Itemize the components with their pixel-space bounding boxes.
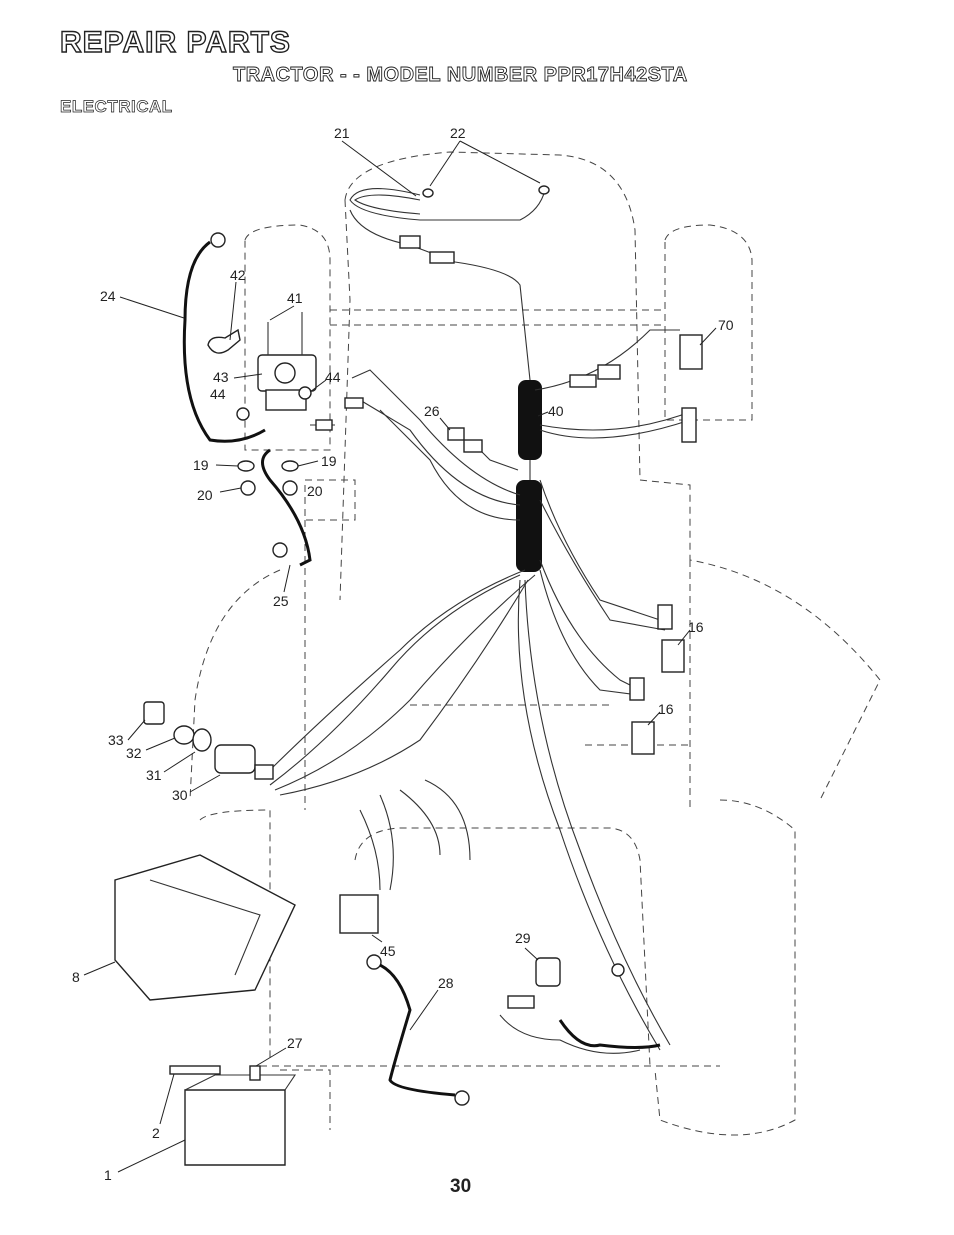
callout-16-upper: 16 — [688, 619, 704, 635]
callout-33: 33 — [108, 732, 124, 748]
nut-44 — [236, 407, 250, 421]
nut-20 — [282, 480, 298, 496]
ignition-switch-group — [143, 701, 274, 780]
solenoid-body — [265, 389, 307, 411]
headlight-bulb — [422, 188, 434, 198]
battery-1 — [184, 1089, 286, 1166]
battery-bolt-2 — [169, 1065, 221, 1075]
fuse-holder-26 — [463, 439, 483, 453]
harness-connector — [429, 251, 455, 264]
nut-32 — [173, 725, 195, 745]
callout-30: 30 — [172, 787, 188, 803]
callout-20-right: 20 — [307, 483, 323, 499]
callout-31: 31 — [146, 767, 162, 783]
callout-8: 8 — [72, 969, 80, 985]
seat-switch-connector — [507, 995, 535, 1009]
ignition-key-33 — [143, 701, 165, 725]
headlight-bulb — [538, 185, 550, 195]
main-wire-harness — [264, 329, 696, 1051]
fuse — [344, 397, 364, 409]
connectors — [447, 334, 703, 755]
fuse-holder-26 — [447, 427, 465, 441]
callout-labels: 21 22 24 42 41 43 44 44 19 19 20 20 25 2… — [72, 125, 734, 1183]
callout-40: 40 — [548, 403, 564, 419]
page-number: 30 — [450, 1176, 472, 1197]
callout-44-right: 44 — [325, 369, 341, 385]
callout-21: 21 — [334, 125, 350, 141]
connector-16-lower — [629, 677, 645, 701]
callout-24: 24 — [100, 288, 116, 304]
callout-1: 1 — [104, 1167, 112, 1183]
callout-16-lower: 16 — [658, 701, 674, 717]
connector-16-upper — [657, 604, 673, 630]
battery-box-8 — [114, 854, 296, 1001]
callout-27: 27 — [287, 1035, 303, 1051]
callout-25: 25 — [273, 593, 289, 609]
callout-2: 2 — [152, 1125, 160, 1141]
callout-26: 26 — [424, 403, 440, 419]
connector-plug — [597, 364, 621, 380]
terminal-boot-42 — [207, 328, 241, 354]
connector-16-plug-lower — [631, 721, 655, 755]
callout-22: 22 — [450, 125, 466, 141]
nut-20 — [240, 480, 256, 496]
section-heading: ELECTRICAL — [60, 97, 173, 117]
battery-nut-27 — [249, 1065, 261, 1081]
connector-side — [681, 407, 697, 443]
model-subtitle: TRACTOR - - MODEL NUMBER PPR17H42STA — [233, 64, 688, 87]
headlight-harness — [349, 185, 550, 381]
seat-switch-29 — [535, 957, 561, 987]
callout-20-left: 20 — [197, 487, 213, 503]
battery-cables-top — [182, 232, 364, 567]
callout-45: 45 — [380, 943, 396, 959]
washer-19 — [281, 460, 299, 472]
harness-coil-lower — [516, 480, 542, 572]
callout-28: 28 — [438, 975, 454, 991]
harness-coil-upper — [518, 380, 542, 460]
lower-components — [114, 854, 661, 1166]
callout-29: 29 — [515, 930, 531, 946]
callout-19-right: 19 — [321, 453, 337, 469]
leader-lines — [83, 140, 717, 1173]
fuse — [315, 419, 333, 431]
ring-terminal — [366, 954, 382, 970]
callout-19-left: 19 — [193, 457, 209, 473]
harness-connector — [399, 235, 421, 249]
ring-terminal — [611, 963, 625, 977]
ring-terminal — [454, 1090, 470, 1106]
solenoid — [274, 362, 296, 384]
callout-70: 70 — [718, 317, 734, 333]
starter-solenoid-assembly — [207, 312, 317, 496]
callout-44-left: 44 — [210, 386, 226, 402]
connector-plug — [569, 374, 597, 388]
switch-connector — [254, 764, 274, 780]
callout-43: 43 — [213, 369, 229, 385]
connector-16-plug — [661, 639, 685, 673]
nut-44 — [298, 386, 312, 400]
callout-32: 32 — [126, 745, 142, 761]
tractor-outline — [189, 151, 881, 1136]
page-title: REPAIR PARTS — [59, 25, 291, 59]
ring-terminal — [272, 542, 288, 558]
ignition-switch-30 — [214, 744, 256, 774]
ring-terminal — [210, 232, 226, 248]
callout-41: 41 — [287, 290, 303, 306]
washer-19 — [237, 460, 255, 472]
module-45 — [339, 894, 379, 934]
connector-70 — [679, 334, 703, 370]
callout-42: 42 — [230, 267, 246, 283]
bezel-31 — [192, 728, 212, 752]
